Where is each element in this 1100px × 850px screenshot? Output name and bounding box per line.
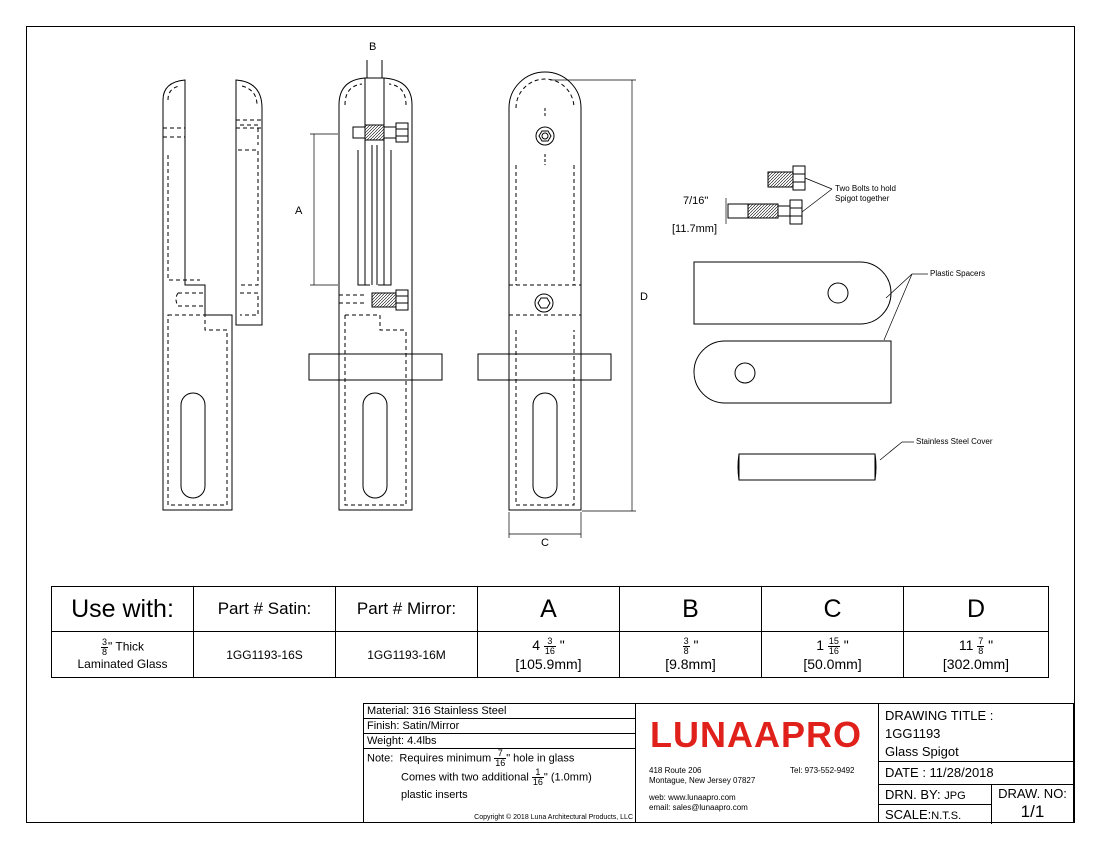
callout-bolts: Two Bolts to hold Spigot together bbox=[835, 184, 896, 203]
side-view-left bbox=[162, 79, 233, 511]
dim-label-a: A bbox=[295, 205, 303, 217]
drawn-by: DRN. BY: JPG bbox=[879, 785, 991, 805]
spec-table: Use with: Part # Satin: Part # Mirror: A… bbox=[51, 586, 1049, 678]
hdr-a: A bbox=[477, 586, 620, 632]
company-tel: Tel: 973-552-9492 bbox=[790, 766, 855, 775]
company-address: 418 Route 206 Montague, New Jersey 07827 bbox=[649, 766, 756, 785]
callout-cover: Stainless Steel Cover bbox=[916, 437, 993, 446]
scale: SCALE:N.T.S. bbox=[885, 807, 962, 822]
hdr-c: C bbox=[761, 586, 904, 632]
company-logo: LUNAAPRO bbox=[650, 714, 862, 755]
spec-table-header: Use with: Part # Satin: Part # Mirror: A… bbox=[51, 586, 1049, 632]
plastic-spacers bbox=[693, 261, 928, 404]
assembled-view bbox=[308, 60, 443, 511]
side-view-right bbox=[235, 79, 263, 326]
hdr-d: D bbox=[903, 586, 1049, 632]
notes-box: Material: 316 Stainless Steel Finish: Sa… bbox=[363, 703, 636, 823]
dimension-d bbox=[550, 79, 636, 512]
cell-part-satin: 1GG1193-16S bbox=[193, 631, 336, 678]
company-contact: web: www.lunaapro.com email: sales@lunaa… bbox=[649, 793, 748, 812]
bolts bbox=[725, 165, 833, 225]
hdr-b: B bbox=[619, 586, 762, 632]
material: Material: 316 Stainless Steel bbox=[364, 704, 635, 719]
drawing-date: DATE : 11/28/2018 bbox=[879, 762, 1073, 785]
drawing-border bbox=[26, 26, 1075, 823]
hdr-part-mirror: Part # Mirror: bbox=[335, 586, 478, 632]
drawing-title: DRAWING TITLE : 1GG1193 Glass Spigot bbox=[879, 704, 1073, 762]
hdr-use-with: Use with: bbox=[51, 586, 194, 632]
callout-spacers: Plastic Spacers bbox=[930, 269, 986, 278]
weight: Weight: 4.4lbs bbox=[364, 734, 635, 749]
draw-no: DRAW. NO: 1/1 bbox=[998, 786, 1067, 821]
bolt-dim-mm: [11.7mm] bbox=[672, 223, 718, 235]
company-box: LUNAAPRO 418 Route 206 Montague, New Jer… bbox=[636, 703, 878, 823]
title-block: DRAWING TITLE : 1GG1193 Glass Spigot DAT… bbox=[878, 703, 1074, 824]
finish: Finish: Satin/Mirror bbox=[364, 719, 635, 734]
front-view bbox=[477, 71, 612, 511]
hdr-part-satin: Part # Satin: bbox=[193, 586, 336, 632]
dim-label-d: D bbox=[640, 291, 648, 303]
dimension-c bbox=[508, 512, 582, 538]
dimension-a bbox=[310, 133, 338, 286]
stainless-steel-cover bbox=[737, 441, 914, 481]
cell-part-mirror: 1GG1193-16M bbox=[335, 631, 478, 678]
dim-label-c: C bbox=[541, 537, 549, 549]
bolt-dim-frac: 7/16" bbox=[683, 195, 709, 207]
copyright: Copyright © 2018 Luna Architectural Prod… bbox=[474, 814, 633, 821]
dim-label-b: B bbox=[369, 41, 377, 53]
drn-row: DRN. BY: JPG SCALE:N.T.S. DRAW. NO: 1/1 bbox=[879, 785, 1073, 824]
